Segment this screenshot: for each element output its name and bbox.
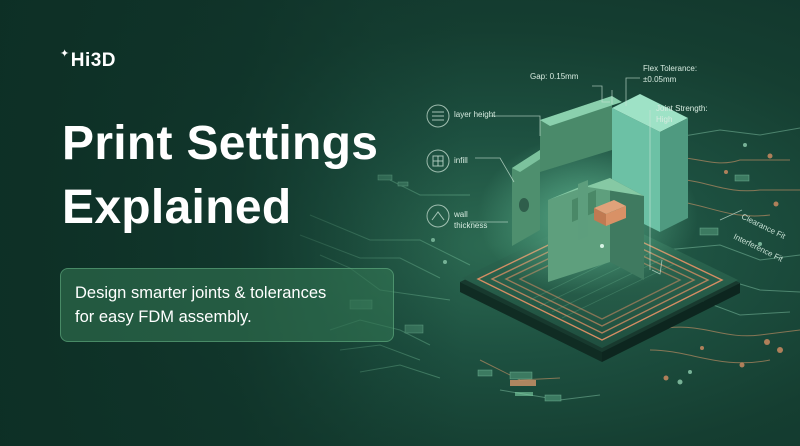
- page-title: Print Settings Explained: [62, 112, 378, 240]
- callout-flex-tolerance-value: ±0.05mm: [643, 75, 677, 84]
- tagline-line-1: Design smarter joints & tolerances: [75, 284, 327, 302]
- callout-joint-strength-value: High: [656, 115, 673, 124]
- title-line-1: Print Settings: [62, 117, 379, 170]
- brand-name: Hi3D: [70, 50, 117, 71]
- brand-logo: ✦ Hi3D: [60, 48, 117, 72]
- tagline-line-2: for easy FDM assembly.: [75, 308, 252, 326]
- sparkle-icon: ✦: [60, 48, 70, 60]
- callout-infill: infill: [454, 156, 468, 165]
- tagline-box: Design smarter joints & tolerances for e…: [60, 268, 394, 342]
- callout-flex-tolerance-label: Flex Tolerance:: [643, 64, 698, 73]
- title-line-2: Explained: [62, 181, 292, 234]
- callout-joint-strength-label: Joint Strength:: [656, 104, 708, 113]
- callout-layer-height: layer height: [454, 110, 496, 119]
- callout-wall-line-1: wall: [454, 210, 468, 219]
- callout-wall-line-2: thickness: [454, 221, 488, 230]
- callout-gap: Gap: 0.15mm: [530, 72, 579, 81]
